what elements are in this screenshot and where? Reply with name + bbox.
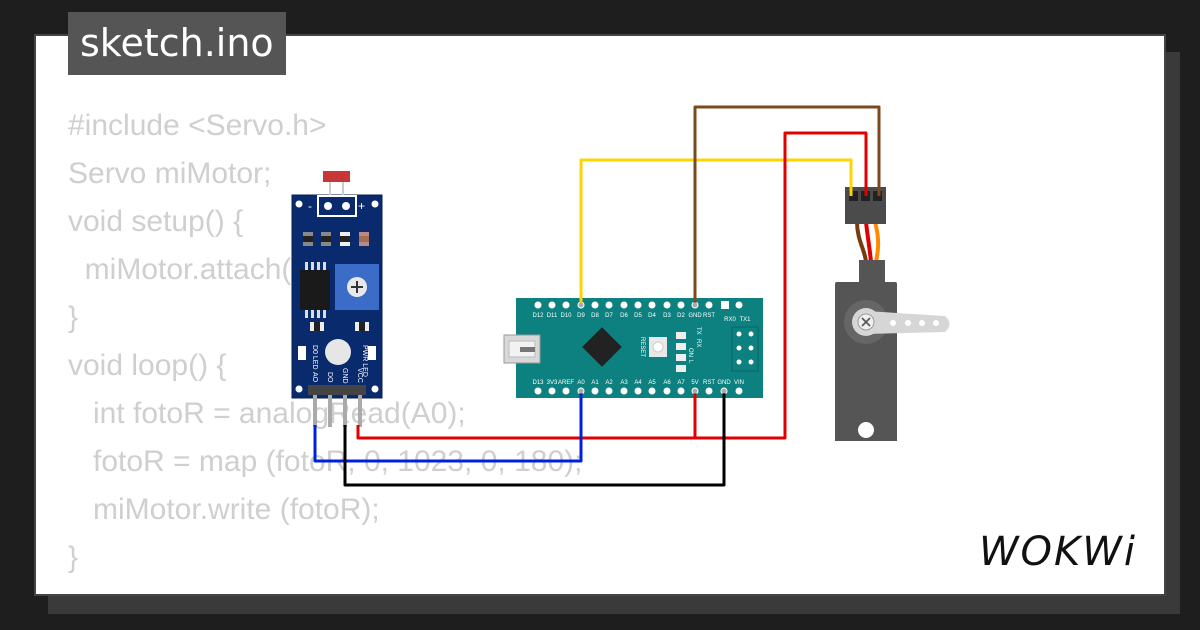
arduino-nano[interactable]: RESET TX RX ON L xyxy=(503,298,763,398)
code-line: #include <Servo.h> xyxy=(68,109,327,142)
reset-button[interactable] xyxy=(652,341,664,353)
pin-label-d9: D9 xyxy=(577,313,585,319)
wire-gnd-gnd xyxy=(343,391,726,487)
led-indicator xyxy=(325,339,351,365)
pin-label-d13: D13 xyxy=(532,380,544,386)
plus-label: + xyxy=(358,199,365,213)
pin-label-gnd-bottom: GND xyxy=(717,380,731,386)
pin-label-ao: AO xyxy=(311,372,318,383)
wire-5v-servo xyxy=(693,131,868,440)
minus-label: - xyxy=(308,199,312,213)
pin-label-a0: A0 xyxy=(577,380,585,386)
code-line: void loop() { xyxy=(68,349,227,382)
l-label: L xyxy=(687,360,693,364)
code-line: } xyxy=(68,541,79,574)
mcu-chip xyxy=(582,327,622,367)
pin-label-5v: 5V xyxy=(691,380,698,386)
code-listing: #include <Servo.h> Servo miMotor; void set… xyxy=(68,102,582,582)
pin-label-d11: D11 xyxy=(547,313,558,319)
pin-label-vcc: VCC xyxy=(356,368,363,383)
pin-label-tx1: TX1 xyxy=(739,317,751,323)
code-line: miMotor.attach(9); xyxy=(68,253,327,286)
tx-label: TX xyxy=(695,327,701,335)
code-line: } xyxy=(68,301,79,334)
pin-label-gnd: GND xyxy=(341,368,348,384)
wire-ao-a0 xyxy=(313,391,583,463)
d0-led-label: D0 LED xyxy=(311,345,318,370)
pin-label-aref: AREF xyxy=(558,380,574,386)
pin-label-do: DO xyxy=(326,372,333,383)
pin-label-a4: A4 xyxy=(634,380,642,386)
pin-label-d6: D6 xyxy=(620,313,628,319)
wokwi-logo: WOKWi xyxy=(975,525,1150,585)
pin-label-d3: D3 xyxy=(663,313,671,319)
code-line: int fotoR = analogRead(A0); xyxy=(68,397,466,430)
pin-label-3v3: 3V3 xyxy=(547,380,558,386)
code-line: Servo miMotor; xyxy=(68,157,272,190)
rx-label: RX xyxy=(695,339,701,347)
logo-text: WOKWi xyxy=(979,529,1137,575)
photoresistor xyxy=(323,171,350,182)
bottom-pin-holes[interactable] xyxy=(534,387,743,395)
pin-label-a5: A5 xyxy=(648,380,656,386)
servo-motor[interactable] xyxy=(835,187,950,441)
pin-label-d5: D5 xyxy=(634,313,642,319)
pin-label-a2: A2 xyxy=(605,380,613,386)
pin-label-a3: A3 xyxy=(620,380,628,386)
pin-label-a1: A1 xyxy=(591,380,599,386)
pin-label-d8: D8 xyxy=(591,313,599,319)
code-line: void setup() { xyxy=(68,205,244,238)
code-line: miMotor.write (fotoR); xyxy=(68,493,380,526)
pin-label-d12: D12 xyxy=(532,313,544,319)
pin-label-d2: D2 xyxy=(677,313,685,319)
wires xyxy=(313,105,881,487)
top-pin-holes[interactable] xyxy=(534,301,743,309)
pin-label-d4: D4 xyxy=(648,313,656,319)
pin-label-a6: A6 xyxy=(663,380,671,386)
reset-label: RESET xyxy=(639,337,645,357)
pin-label-a7: A7 xyxy=(677,380,685,386)
sensor-header-pins[interactable] xyxy=(313,395,362,427)
pin-label-rst-bottom: RST xyxy=(703,380,715,386)
ldr-sensor-module[interactable]: - + D0 LED PWR LED AO DO GND VCC xyxy=(291,171,383,427)
pin-label-d10: D10 xyxy=(560,313,572,319)
sketch-title: sketch.ino xyxy=(68,12,286,75)
wire-vcc-5v xyxy=(356,425,695,440)
pwr-led-label: PWR LED xyxy=(361,345,368,377)
pin-label-rst-top: RST xyxy=(703,313,715,319)
pin-label-rx0: RX0 xyxy=(724,317,736,323)
pin-label-gnd-top: GND xyxy=(688,313,702,319)
on-label: ON xyxy=(687,348,693,357)
pin-label-vin: VIN xyxy=(734,380,744,386)
wire-d9-signal xyxy=(579,158,853,305)
pin-label-d7: D7 xyxy=(605,313,613,319)
wire-gnd-servo xyxy=(693,105,881,305)
